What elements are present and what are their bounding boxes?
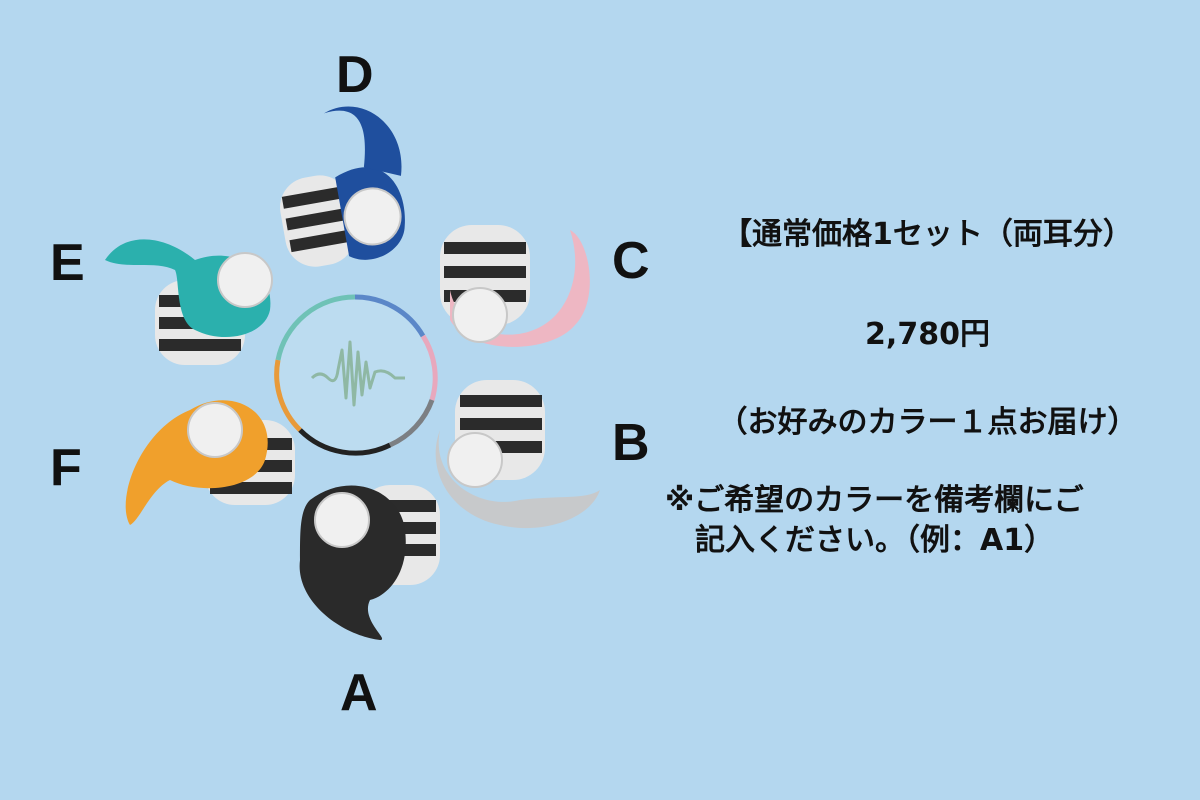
color-option-text: （お好みのカラー１点お届け）: [717, 405, 1138, 440]
price-text: 2,780円: [865, 317, 990, 352]
variant-label-f: F: [50, 439, 82, 497]
earplug-black-icon: [299, 485, 440, 640]
earplug-blue-icon: [280, 106, 405, 267]
variant-label-b: B: [612, 414, 650, 472]
earplug-teal-icon: [105, 239, 273, 365]
note-line-1: ※ご希望のカラーを備考欄にご: [665, 483, 1084, 518]
ring-seg-6: [275, 294, 356, 361]
variant-label-a: A: [340, 664, 378, 722]
price-info: 【通常価格1セット（両耳分） 2,780円 （お好みのカラー１点お届け） ※ご希…: [655, 215, 1200, 561]
set-title: 【通常価格1セット（両耳分）: [722, 217, 1133, 252]
ring-seg-5: [274, 359, 302, 432]
earplug-color-wheel: D C B A F E: [50, 46, 650, 722]
ring-seg-4: [298, 428, 392, 456]
variant-label-c: C: [612, 232, 650, 290]
variant-label-e: E: [50, 234, 85, 292]
ring-seg-3: [388, 399, 435, 448]
earplug-orange-icon: [125, 400, 295, 525]
sound-wave-ring-icon: [274, 294, 438, 456]
note-line-2: 記入ください。（例：A1）: [695, 523, 1055, 558]
earplug-gray-icon: [435, 380, 600, 529]
earplug-pink-icon: [440, 225, 590, 347]
variant-label-d: D: [336, 46, 374, 104]
ring-seg-1: [354, 294, 426, 338]
sound-wave: [310, 340, 405, 407]
ring-seg-2: [420, 334, 438, 401]
